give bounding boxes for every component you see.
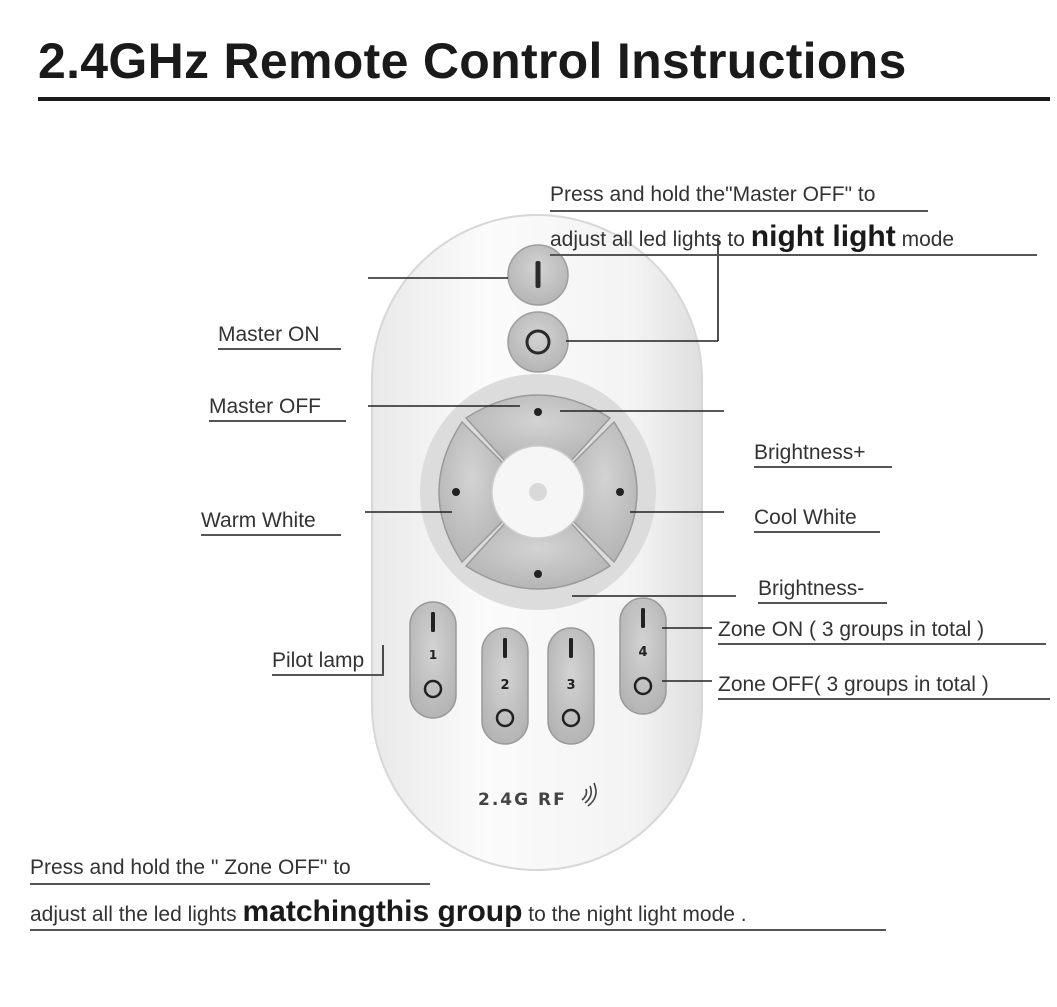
power-off-icon xyxy=(525,329,551,355)
bottom-note-line2: adjust all the led lights matchingthis g… xyxy=(30,897,747,927)
brightness-plus-label: Brightness+ xyxy=(754,441,866,464)
page-title: 2.4GHz Remote Control Instructions xyxy=(38,33,907,89)
cool-white-label: Cool White xyxy=(754,506,857,529)
brightness-minus-underline xyxy=(758,602,887,604)
zone-3-buttons[interactable] xyxy=(547,627,595,745)
top-note-emphasis: night light xyxy=(750,220,896,253)
warm-white-label: Warm White xyxy=(201,509,316,532)
master-on-button[interactable] xyxy=(507,244,569,306)
zone-3-number: 3 xyxy=(566,678,575,693)
warm-white-underline xyxy=(201,534,341,536)
top-note-suffix: mode xyxy=(895,228,955,251)
top-note-line1-underline xyxy=(550,210,928,212)
zone-4-number: 4 xyxy=(638,645,647,660)
zone-1-buttons[interactable] xyxy=(409,601,457,719)
top-note-line2: adjust all led lights to night light mod… xyxy=(550,222,954,252)
zone-off-underline xyxy=(718,698,1050,700)
zone-on-underline xyxy=(718,643,1046,645)
brightness-plus-underline xyxy=(754,466,892,468)
bottom-note-emphasis: matchingthis group xyxy=(242,895,523,928)
title-underline xyxy=(38,97,1050,101)
bottom-note-line2-underline xyxy=(30,929,886,931)
signal-icon xyxy=(581,782,597,807)
master-off-underline xyxy=(209,420,346,422)
bottom-note-line1-underline xyxy=(30,883,430,885)
pilot-lamp-underline xyxy=(272,674,384,676)
master-on-label: Master ON xyxy=(218,323,320,346)
brightness-minus-label: Brightness- xyxy=(758,577,865,600)
zone-2-buttons[interactable] xyxy=(481,627,529,745)
bottom-note-text: adjust all the led lights xyxy=(30,903,243,926)
top-note-line1: Press and hold the"Master OFF" to xyxy=(550,183,876,206)
top-note-line2-underline xyxy=(550,254,1037,256)
remote-brand-text: 2.4G RF xyxy=(478,790,567,810)
pilot-lamp-label: Pilot lamp xyxy=(272,649,365,672)
bottom-note-suffix: to the night light mode . xyxy=(522,903,747,926)
power-on-icon xyxy=(535,261,541,288)
master-on-underline xyxy=(218,348,341,350)
pilot-lamp-led xyxy=(529,483,547,501)
zone-on-label: Zone ON ( 3 groups in total ) xyxy=(718,618,985,641)
master-off-button[interactable] xyxy=(507,311,569,373)
zone-4-buttons[interactable] xyxy=(619,597,667,715)
zone-2-number: 2 xyxy=(500,678,509,693)
top-note-text: adjust all led lights to xyxy=(550,228,751,251)
zone-1-number: 1 xyxy=(429,648,437,662)
zone-off-label: Zone OFF( 3 groups in total ) xyxy=(718,673,989,696)
cool-white-underline xyxy=(754,531,880,533)
bottom-note-line1: Press and hold the " Zone OFF" to xyxy=(30,856,351,879)
master-off-label: Master OFF xyxy=(209,395,322,418)
